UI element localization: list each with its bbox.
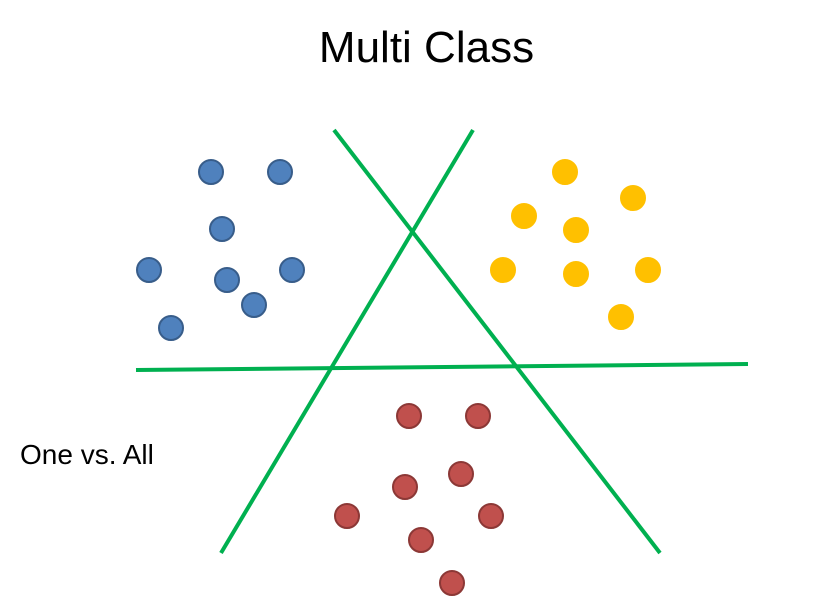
blue-point xyxy=(136,257,162,283)
red-point xyxy=(408,527,434,553)
blue-class-points xyxy=(136,159,305,341)
red-point xyxy=(439,570,465,596)
red-point xyxy=(478,503,504,529)
red-point xyxy=(334,503,360,529)
blue-point xyxy=(267,159,293,185)
blue-point xyxy=(279,257,305,283)
red-class-points xyxy=(334,403,504,596)
slide-title: Multi Class xyxy=(318,23,535,72)
blue-point xyxy=(241,292,267,318)
red-point xyxy=(396,403,422,429)
yellow-point xyxy=(490,257,516,283)
yellow-point xyxy=(635,257,661,283)
decision-line-ascending xyxy=(219,128,475,555)
caption-one-vs-all: One vs. All xyxy=(20,439,154,470)
blue-point xyxy=(198,159,224,185)
yellow-point xyxy=(563,217,589,243)
data-points xyxy=(136,159,661,596)
blue-point xyxy=(158,315,184,341)
decision-lines xyxy=(135,128,749,555)
yellow-point xyxy=(552,159,578,185)
blue-point xyxy=(209,216,235,242)
decision-line-descending xyxy=(332,128,662,555)
yellow-point xyxy=(608,304,634,330)
yellow-point xyxy=(511,203,537,229)
yellow-class-points xyxy=(490,159,661,330)
red-point xyxy=(448,461,474,487)
red-point xyxy=(465,403,491,429)
blue-point xyxy=(214,267,240,293)
red-point xyxy=(392,474,418,500)
yellow-point xyxy=(620,185,646,211)
yellow-point xyxy=(563,261,589,287)
decision-line-horizontal xyxy=(135,362,749,372)
